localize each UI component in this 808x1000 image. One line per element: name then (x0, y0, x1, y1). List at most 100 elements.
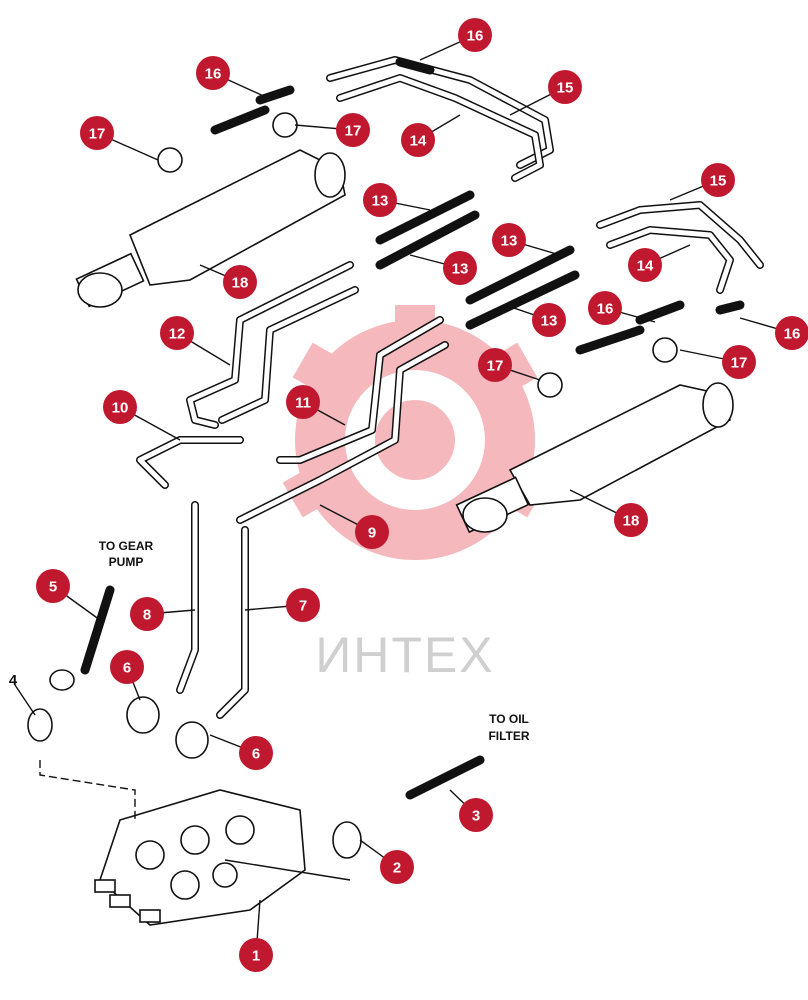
callout-17: 17 (336, 113, 370, 147)
main-tube-runs (136, 261, 449, 719)
callout-number: 8 (143, 607, 151, 624)
callout-number: 9 (368, 525, 376, 542)
callout-number: 17 (487, 358, 504, 375)
callout-5: 5 (36, 569, 70, 603)
callout-circle (628, 248, 662, 282)
callout-circle (286, 588, 320, 622)
callout-circle (459, 798, 493, 832)
callout-number: 16 (205, 66, 222, 83)
callout-number: 1 (252, 948, 260, 965)
callout-circle (532, 303, 566, 337)
callout-circle (701, 163, 735, 197)
to-gear-pump-label-line1: TO GEAR (99, 539, 154, 553)
callout-15: 15 (548, 70, 582, 104)
callout-circle (588, 291, 622, 325)
callout-17: 17 (722, 345, 756, 379)
callout-number: 18 (623, 513, 640, 530)
fittings (27, 669, 362, 859)
callout-number: 13 (541, 313, 558, 330)
callout-11: 11 (286, 385, 320, 419)
callout-13: 13 (492, 223, 526, 257)
callout-6: 6 (239, 736, 273, 770)
callout-number: 3 (472, 808, 480, 825)
callout-number: 13 (452, 261, 469, 278)
callout-number: 13 (372, 193, 389, 210)
callout-circle (478, 348, 512, 382)
right-tube-bundle (596, 201, 764, 294)
callout-18: 18 (223, 265, 257, 299)
callout-17: 17 (80, 116, 114, 150)
control-valve (94, 789, 306, 926)
watermark-text: ИНТЕХ (315, 627, 494, 683)
callout-16: 16 (458, 18, 492, 52)
callout-number: 18 (232, 275, 249, 292)
callout-circle (614, 503, 648, 537)
callout-number: 2 (393, 860, 401, 877)
callout-circle (458, 18, 492, 52)
callout-number: 17 (345, 123, 362, 140)
callout-circle (130, 597, 164, 631)
lower-right-cylinder (455, 337, 734, 534)
callout-number: 17 (89, 126, 106, 143)
callout-2: 2 (380, 850, 414, 884)
callout-circle (223, 265, 257, 299)
callout-circle (160, 316, 194, 350)
callout-number: 7 (299, 598, 307, 615)
callout-18: 18 (614, 503, 648, 537)
callout-number: 15 (557, 80, 574, 97)
callout-circle (239, 736, 273, 770)
callout-circle (336, 113, 370, 147)
callout-10: 10 (103, 390, 137, 424)
callout-circle (80, 116, 114, 150)
callout-6: 6 (110, 650, 144, 684)
callout-circle (775, 316, 808, 350)
reference-lines (39, 760, 351, 881)
callout-15: 15 (701, 163, 735, 197)
callout-number: 11 (295, 395, 311, 412)
callout-circle (380, 850, 414, 884)
hydraulic-hoses (80, 57, 745, 800)
callout-number: 14 (637, 258, 654, 275)
callout-number: 16 (597, 301, 614, 318)
callout-13: 13 (532, 303, 566, 337)
callout-number: 17 (731, 355, 748, 372)
callout-8: 8 (130, 597, 164, 631)
callout-number: 10 (112, 400, 129, 417)
callout-16: 16 (196, 56, 230, 90)
watermark-logo-icon (282, 305, 548, 560)
to-oil-filter-label-line1: TO OIL (489, 712, 529, 726)
callout-circle (110, 650, 144, 684)
upper-tube-bundle (326, 56, 554, 182)
callout-9: 9 (355, 515, 389, 549)
callout-14: 14 (401, 123, 435, 157)
callout-number: 12 (169, 326, 186, 343)
callout-circle (548, 70, 582, 104)
callout-circle (363, 183, 397, 217)
callout-number: 15 (710, 173, 727, 190)
callout-circle (722, 345, 756, 379)
callout-number: 6 (123, 660, 131, 677)
callout-circle (401, 123, 435, 157)
callout-13: 13 (443, 251, 477, 285)
callout-circle (103, 390, 137, 424)
callout-number: 6 (252, 746, 260, 763)
callout-circle (443, 251, 477, 285)
callout-circle (355, 515, 389, 549)
callout-number: 16 (784, 326, 801, 343)
callout-7: 7 (286, 588, 320, 622)
callout-3: 3 (459, 798, 493, 832)
callout-13: 13 (363, 183, 397, 217)
callout-16: 16 (775, 316, 808, 350)
item-4-label: 4 (9, 672, 18, 689)
callout-circle (196, 56, 230, 90)
callout-14: 14 (628, 248, 662, 282)
callout-number: 14 (410, 133, 427, 150)
callout-12: 12 (160, 316, 194, 350)
callout-16: 16 (588, 291, 622, 325)
callout-17: 17 (478, 348, 512, 382)
callout-circle (492, 223, 526, 257)
callout-circle (286, 385, 320, 419)
callout-number: 13 (501, 233, 518, 250)
callout-1: 1 (239, 938, 273, 972)
